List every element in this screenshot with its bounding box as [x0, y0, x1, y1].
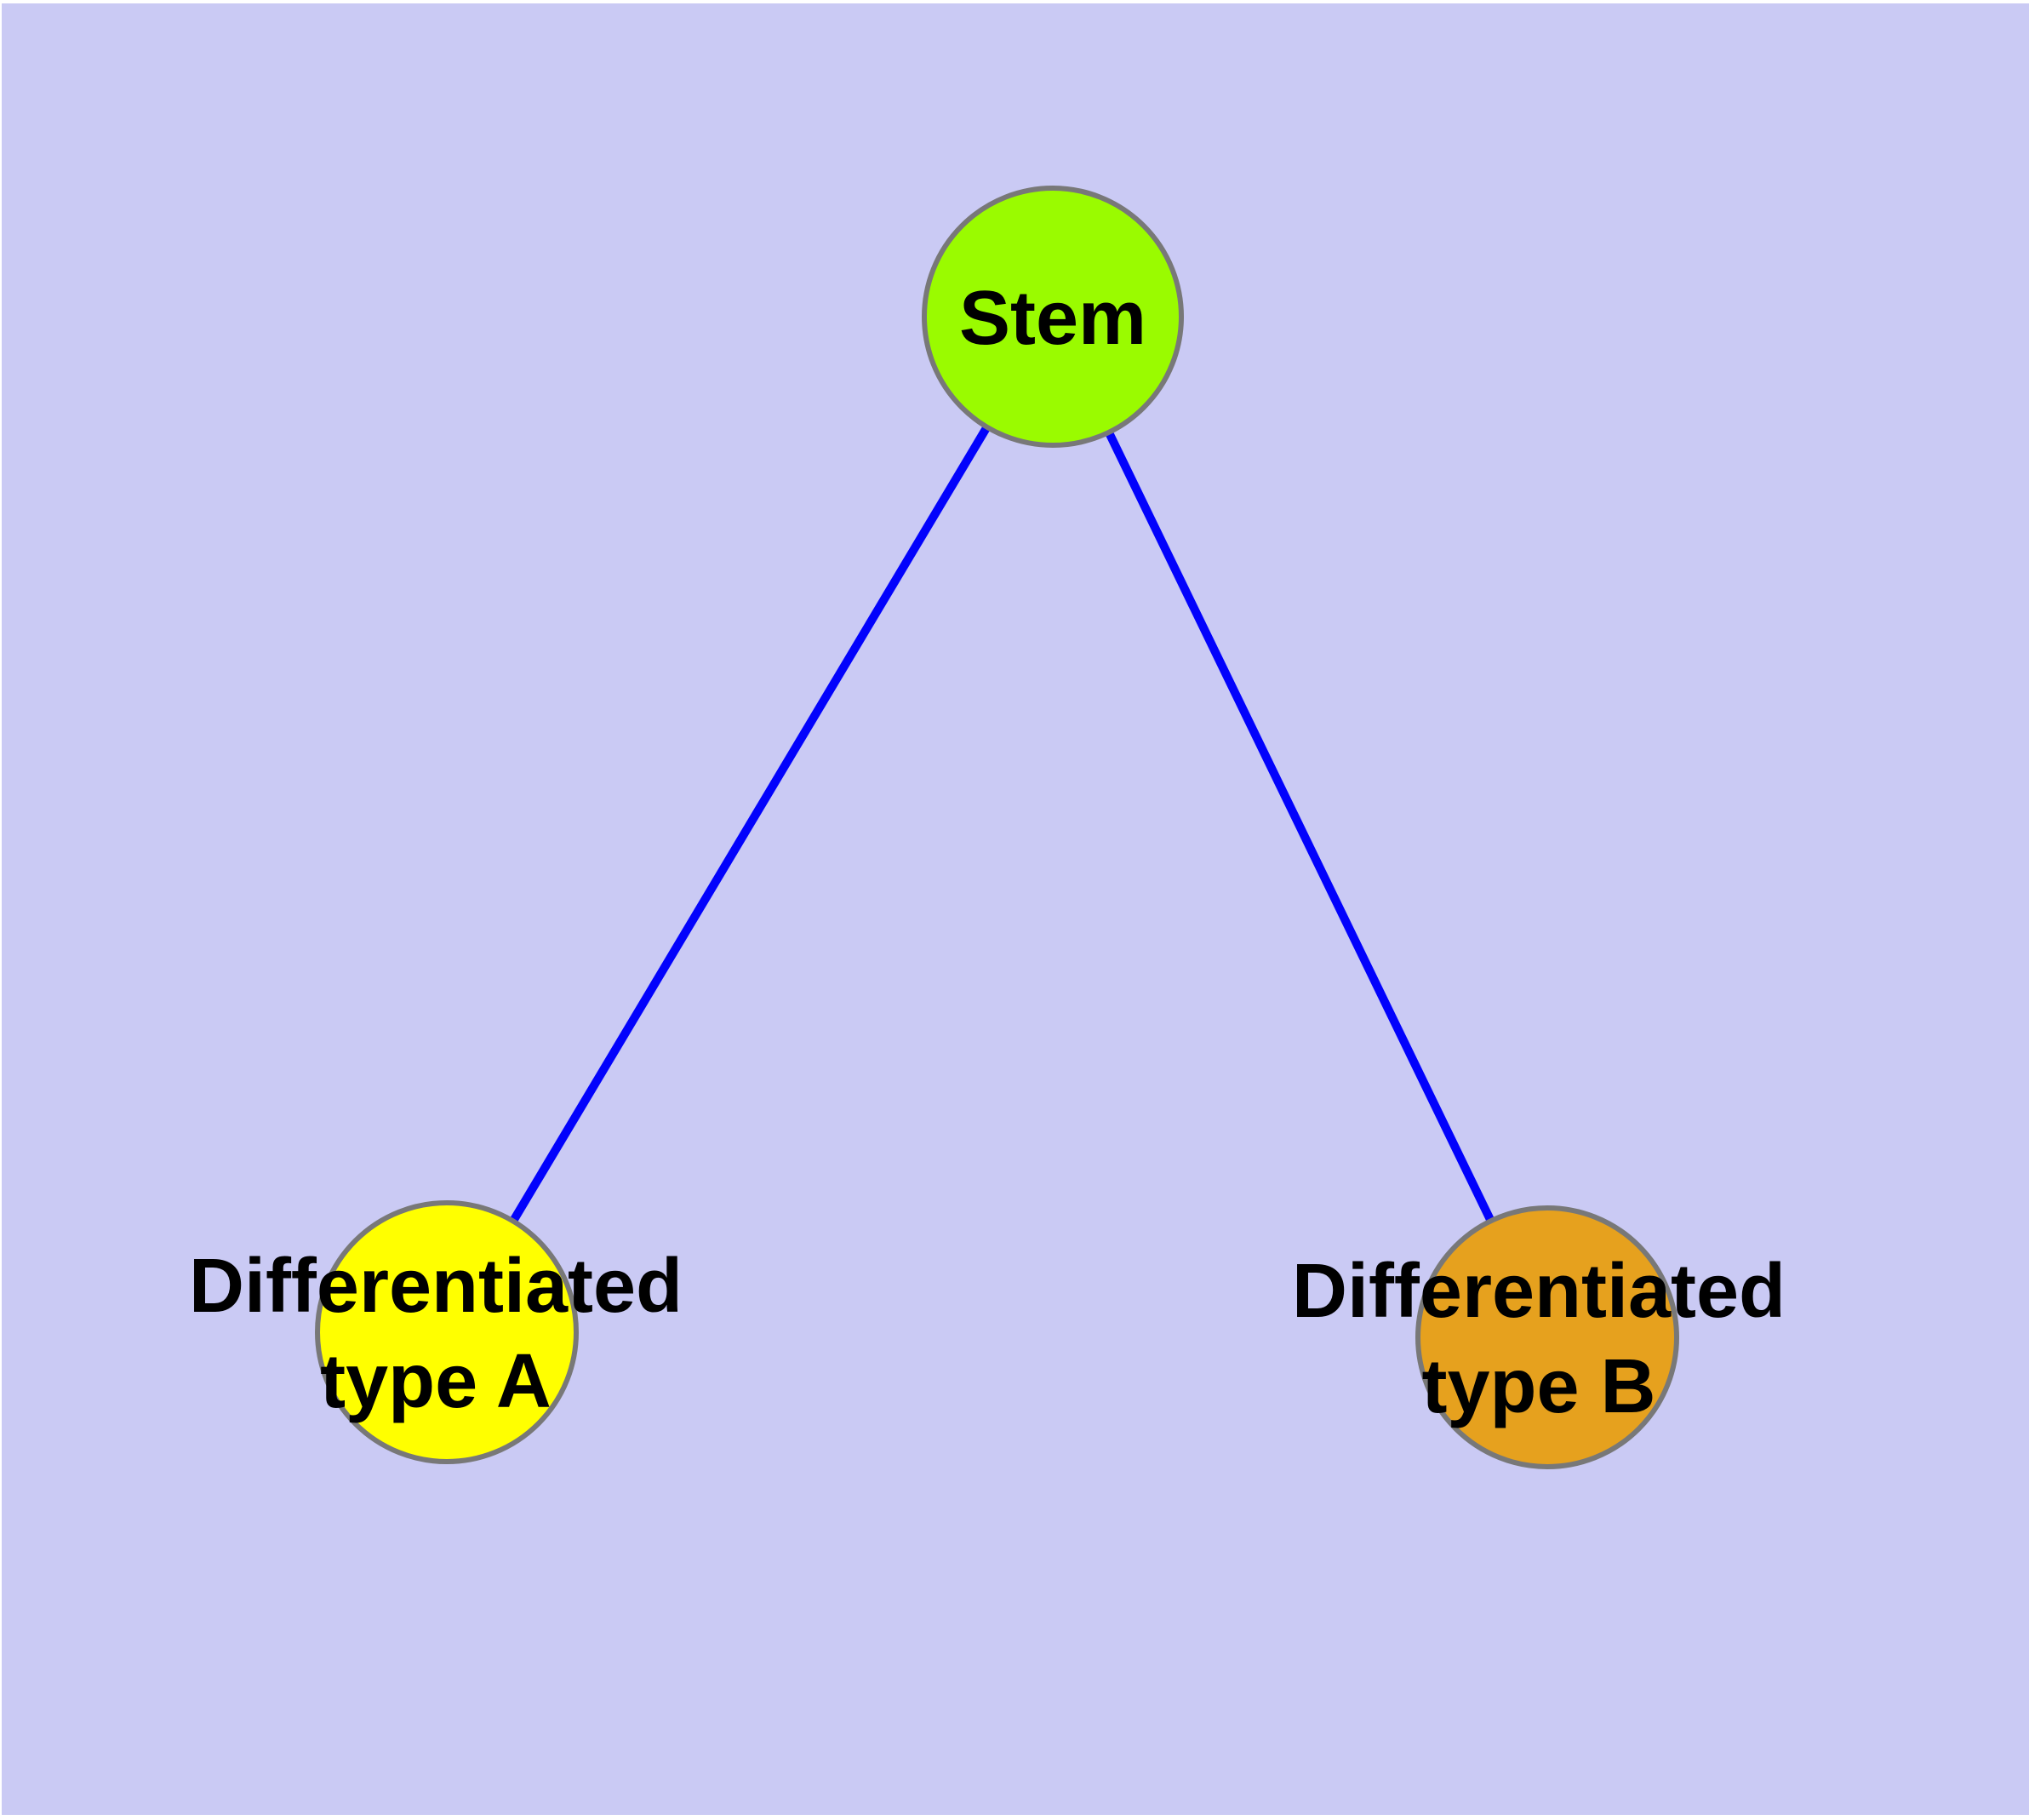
node-type-b-label-line1: Differentiated: [1292, 1249, 1786, 1334]
edge-stem-to-type-b: [1049, 314, 1552, 1340]
edge-stem-to-type-a: [443, 314, 1057, 1335]
node-type-b-circle: [1415, 1205, 1679, 1469]
node-stem-circle: [922, 186, 1184, 448]
node-type-b-label-line2: type B: [1421, 1344, 1655, 1429]
node-differentiated-type-b: Differentiated type B: [1292, 1205, 1786, 1469]
edge-group: [443, 314, 1552, 1340]
node-type-a-label-line2: type A: [320, 1339, 552, 1424]
node-differentiated-type-a: Differentiated type A: [189, 1200, 683, 1464]
node-type-a-circle: [315, 1200, 579, 1464]
node-type-a-label-line1: Differentiated: [189, 1244, 683, 1329]
node-stem: Stem: [922, 186, 1184, 448]
node-stem-label: Stem: [959, 276, 1146, 361]
